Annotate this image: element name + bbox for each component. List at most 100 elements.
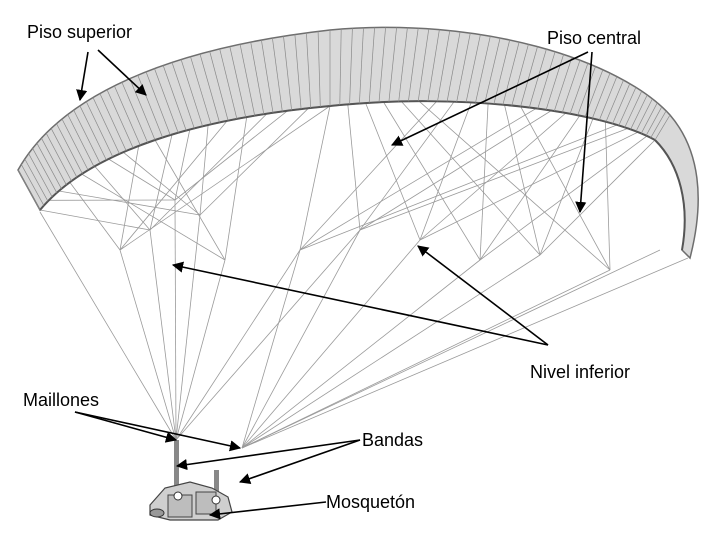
arrow-bandas-2: [238, 439, 361, 484]
suspension-line: [365, 102, 421, 241]
suspension-line: [175, 249, 301, 441]
suspension-line: [149, 134, 173, 231]
canopy-rib: [339, 29, 342, 106]
suspension-line: [299, 105, 331, 251]
suspension-line: [119, 105, 331, 251]
carabiner-right: [211, 495, 221, 505]
canopy-rib: [545, 54, 564, 110]
canopy-rib: [561, 60, 581, 113]
suspension-line: [479, 115, 581, 261]
canopy-rib: [456, 33, 471, 102]
canopy-rib: [475, 36, 491, 103]
suspension-line: [241, 229, 361, 449]
suspension-line: [419, 112, 567, 241]
canopy-rib: [154, 68, 179, 133]
label-maillones: Maillones: [23, 390, 100, 410]
canopy-rib: [114, 85, 141, 146]
arrow-mosqueton: [208, 501, 327, 520]
canopy-rib: [446, 31, 461, 102]
suspension-line: [119, 249, 177, 441]
arrow-nivel-inferior-2: [417, 245, 549, 346]
canopy-rib: [493, 39, 511, 105]
canopy-rib: [199, 53, 220, 123]
canopy-rib: [635, 98, 653, 132]
suspension-line: [241, 249, 301, 449]
canopy-rib: [41, 137, 67, 186]
suspension-line: [299, 101, 437, 251]
label-bandas: Bandas: [362, 430, 424, 450]
suspension-line: [241, 249, 661, 449]
canopy-rib: [553, 57, 573, 112]
canopy-rib: [17, 169, 41, 211]
canopy-rib: [20, 164, 45, 206]
canopy-top-surface: [17, 26, 699, 260]
canopy-rib: [645, 106, 663, 136]
canopy-rib: [209, 51, 229, 121]
canopy-rib: [378, 27, 386, 103]
canopy-rib: [484, 37, 501, 104]
suspension-line: [419, 131, 639, 241]
canopy-rib: [624, 91, 643, 128]
suspension-line: [241, 259, 481, 449]
canopy-rib: [591, 72, 611, 119]
suspension-line: [119, 145, 140, 251]
canopy-rib: [45, 133, 72, 182]
canopy-rib: [502, 42, 520, 105]
canopy-rib: [239, 44, 256, 116]
arrow-nivel-inferior-1: [171, 261, 549, 346]
canopy-rib: [612, 83, 631, 124]
suspension-line: [199, 107, 309, 216]
arrow-piso-central-1: [390, 51, 589, 146]
suspension-line: [401, 101, 541, 256]
canopy-rib: [67, 114, 95, 167]
suspension-line: [241, 257, 689, 449]
suspension-line: [39, 211, 177, 441]
suspension-line: [539, 139, 656, 256]
canopy-rib: [511, 44, 529, 106]
canopy-ribs: [17, 27, 671, 211]
paraglider-wing-icon: [17, 26, 699, 260]
annotation-arrows: [74, 49, 593, 520]
canopy-rib: [283, 36, 292, 111]
canopy-rib: [162, 65, 187, 131]
canopy-rib: [129, 78, 156, 141]
canopy-rib: [605, 79, 624, 122]
suspension-line: [605, 121, 611, 271]
canopy-rib: [630, 94, 648, 130]
suspension-line: [241, 239, 421, 449]
canopy-rib: [61, 118, 89, 171]
canopy-rib: [437, 30, 451, 102]
canopy-rib: [145, 71, 171, 136]
canopy-rib: [92, 97, 120, 155]
suspension-lines: [39, 100, 689, 449]
suspension-line: [504, 104, 541, 256]
canopy-rib: [106, 89, 134, 149]
canopy-rib: [640, 102, 658, 134]
suspension-line: [520, 106, 611, 271]
canopy-rib: [537, 51, 556, 109]
canopy-rib: [528, 49, 547, 108]
canopy-rib: [190, 56, 212, 125]
canopy-rib: [349, 28, 353, 105]
canopy-rib: [250, 42, 265, 115]
canopy-rib: [85, 101, 114, 158]
canopy-rib: [317, 31, 321, 107]
riser-right: [214, 470, 219, 500]
canopy-rib: [427, 29, 440, 102]
canopy-rib: [398, 27, 408, 102]
canopy-rib: [569, 63, 589, 114]
canopy-rib: [598, 76, 618, 121]
arrow-piso-central-2: [575, 51, 593, 214]
canopy-rib: [121, 82, 148, 143]
suspension-line: [174, 110, 288, 201]
canopy-rib: [388, 27, 397, 102]
canopy-rib: [99, 93, 127, 152]
label-mosqueton: Mosquetón: [326, 492, 416, 512]
suspension-line: [149, 229, 177, 441]
canopy-rib: [650, 110, 667, 138]
carabiner-left: [173, 491, 183, 501]
suspension-line: [347, 104, 361, 231]
suspension-line: [539, 118, 594, 256]
suspension-line: [149, 113, 268, 231]
